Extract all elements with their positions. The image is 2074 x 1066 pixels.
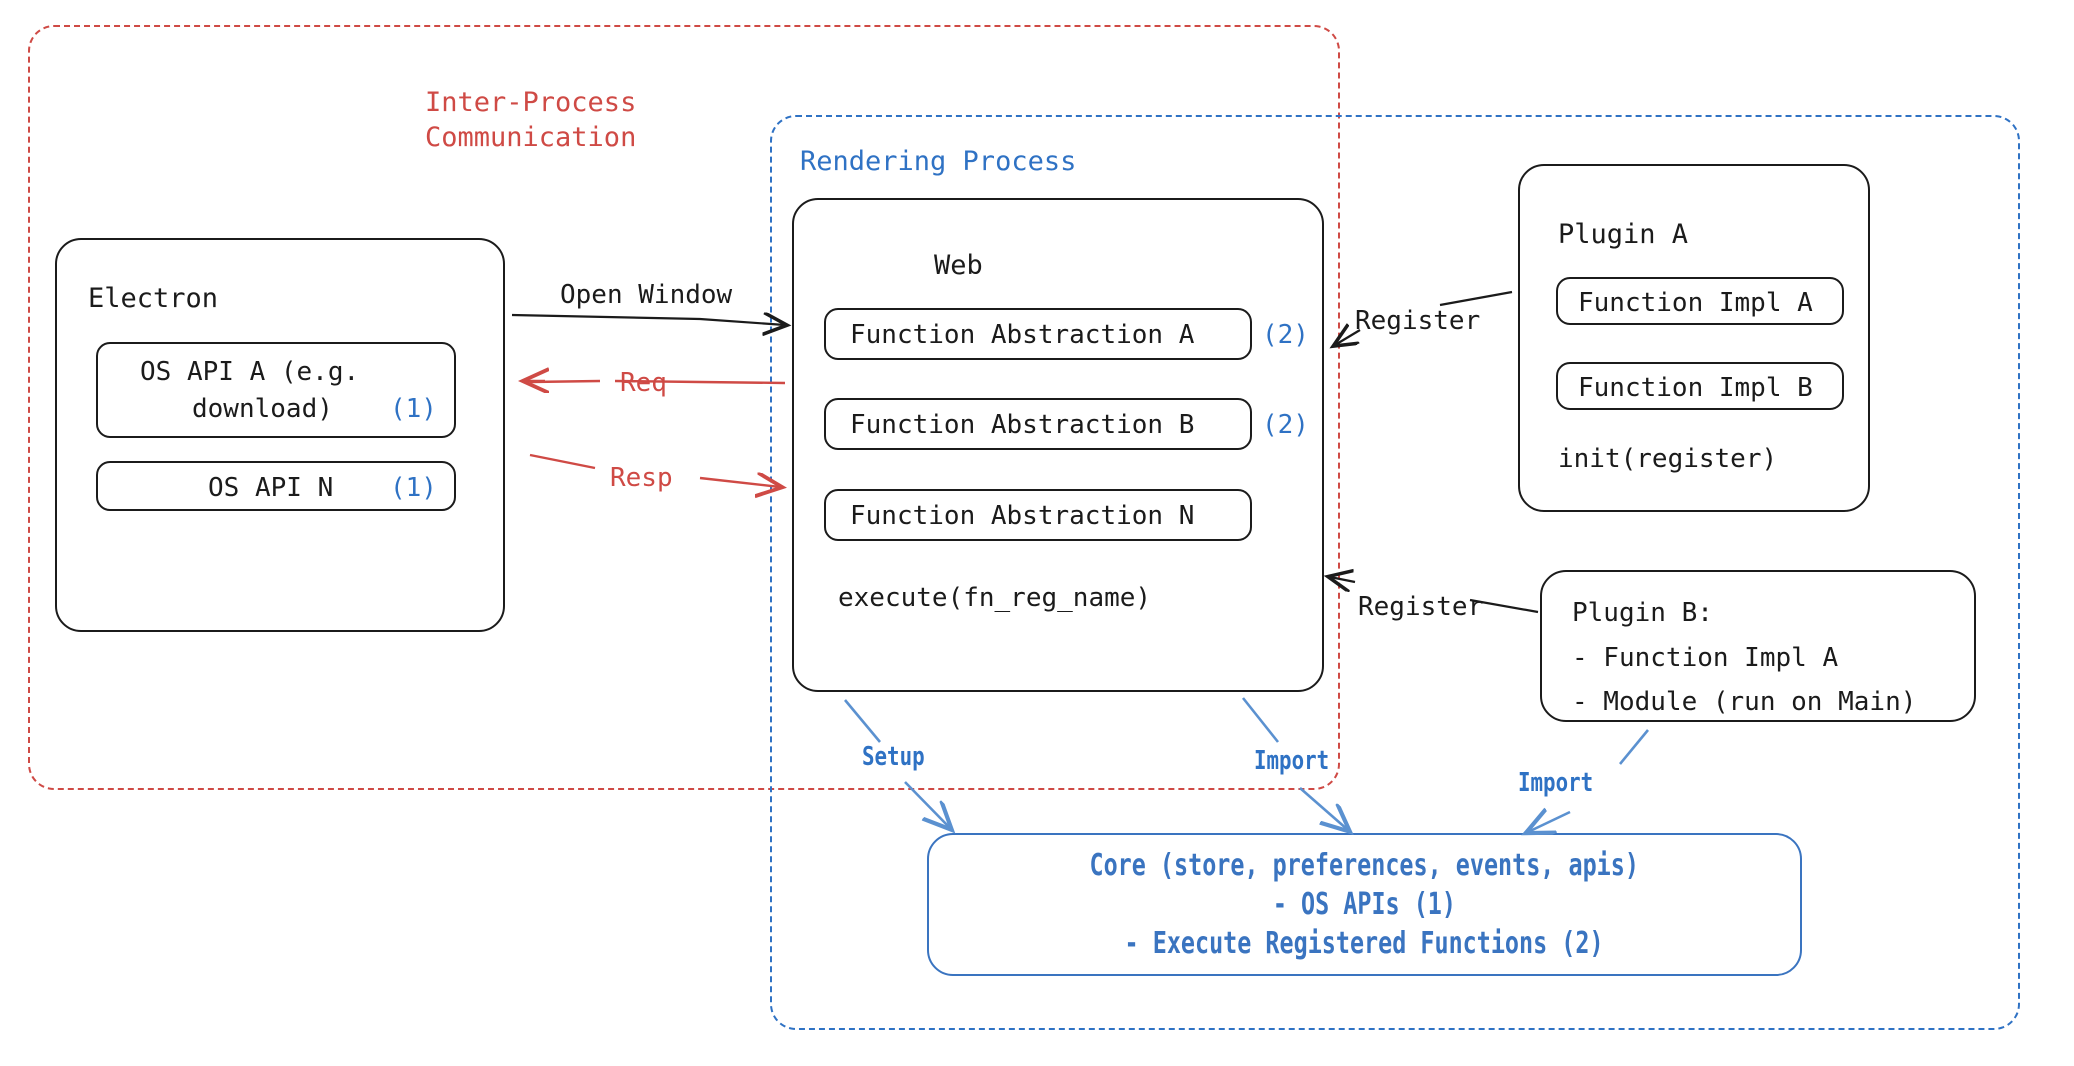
plugin-b-item-1: - Module (run on Main): [1572, 687, 1917, 717]
edge-label-req: Req: [620, 368, 667, 398]
os-api-n-box: [96, 461, 456, 511]
edge-label-register-top: Register: [1355, 306, 1481, 336]
core-line-3: - Execute Registered Functions (2): [1125, 926, 1604, 961]
ipc-label-line2: Communication: [425, 122, 637, 153]
function-abstraction-b-box: [824, 398, 1252, 450]
function-abstraction-a-box: [824, 308, 1252, 360]
os-api-a-line2: download): [192, 394, 333, 424]
edge-label-import-web: Import: [1254, 746, 1330, 776]
web-title: Web: [934, 250, 983, 281]
plugin-b-box: [1540, 570, 1976, 722]
edge-label-register-bottom: Register: [1358, 592, 1484, 622]
group-inter-process-communication: [28, 25, 1340, 790]
os-api-n-marker: (1): [390, 473, 437, 503]
os-api-a-line1: OS API A (e.g.: [140, 357, 360, 387]
os-api-n-label: OS API N: [208, 473, 334, 503]
edge-label-open-window: Open Window: [560, 280, 733, 310]
plugin-a-impl-b-label: Function Impl B: [1578, 373, 1813, 403]
core-box: Core (store, preferences, events, apis) …: [927, 833, 1802, 976]
function-abstraction-n-box: [824, 489, 1252, 541]
core-line-2: - OS APIs (1): [1272, 887, 1457, 922]
function-abstraction-b-marker: (2): [1262, 410, 1309, 440]
plugin-b-item-0: - Function Impl A: [1572, 643, 1839, 673]
rendering-process-label: Rendering Process: [800, 146, 1077, 177]
edge-label-import-plugin: Import: [1518, 768, 1594, 798]
plugin-a-init-label: init(register): [1558, 444, 1778, 474]
edge-label-resp: Resp: [610, 463, 673, 493]
function-abstraction-a-marker: (2): [1262, 320, 1309, 350]
ipc-label-line1: Inter-Process: [425, 87, 637, 118]
plugin-a-impl-b-box: [1556, 362, 1844, 410]
group-rendering-process: [770, 115, 2020, 1030]
function-abstraction-b-label: Function Abstraction B: [850, 410, 1195, 440]
web-execute-label: execute(fn_reg_name): [838, 583, 1152, 613]
os-api-a-box: [96, 342, 456, 438]
edge-label-setup: Setup: [862, 742, 925, 772]
function-abstraction-n-label: Function Abstraction N: [850, 501, 1195, 531]
plugin-b-title: Plugin B:: [1572, 598, 1713, 628]
plugin-a-impl-a-box: [1556, 277, 1844, 325]
plugin-a-title: Plugin A: [1558, 219, 1689, 250]
function-abstraction-a-label: Function Abstraction A: [850, 320, 1195, 350]
core-line-1: Core (store, preferences, events, apis): [1089, 848, 1640, 883]
os-api-a-marker: (1): [390, 394, 437, 424]
plugin-a-box: [1518, 164, 1870, 512]
plugin-a-impl-a-label: Function Impl A: [1578, 288, 1813, 318]
electron-title: Electron: [88, 283, 219, 314]
